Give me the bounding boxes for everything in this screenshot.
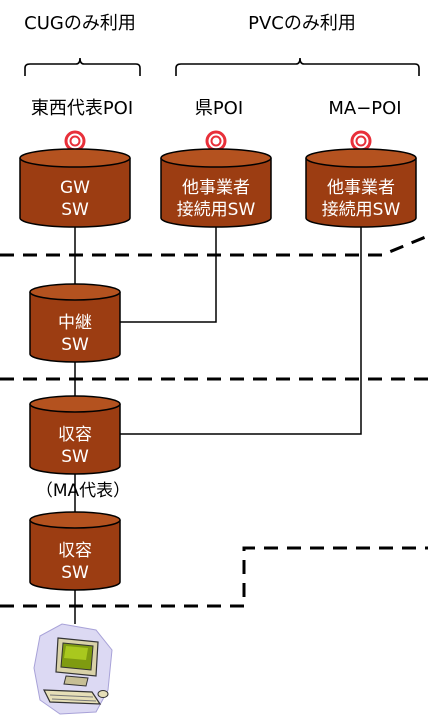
gw-switch: GW SW xyxy=(19,148,131,228)
switch-label: 他事業者 xyxy=(182,178,250,198)
switch-label: 収容 xyxy=(58,425,92,445)
connection-lines xyxy=(74,226,362,624)
group-label-cug: CUGのみ利用 xyxy=(24,13,136,34)
switch-label: 接続用SW xyxy=(322,200,401,220)
accommodation-switch: 収容 SW xyxy=(29,511,121,591)
accommodation-switch-ma: 収容 SW xyxy=(29,395,121,475)
line-accommodation-ma-switch xyxy=(120,226,362,435)
switch-label: 中継 xyxy=(58,313,92,333)
switch-label: GW xyxy=(60,178,90,198)
poi-label-ma: MA−POI xyxy=(328,98,401,119)
switch-label: 収容 xyxy=(58,541,92,561)
line-relay-pref-switch xyxy=(120,226,217,323)
switch-label: 接続用SW xyxy=(177,200,256,220)
group-label-pvc: PVCのみ利用 xyxy=(248,13,356,34)
boundary-3 xyxy=(0,546,428,608)
other-carrier-switch-pref: 他事業者 接続用SW xyxy=(160,148,272,228)
switch-label: SW xyxy=(61,335,89,355)
poi-label-east-west: 東西代表POI xyxy=(31,98,133,119)
ma-representative-label: （MA代表） xyxy=(36,481,130,501)
boundary-lines xyxy=(0,234,428,608)
target-icon xyxy=(64,130,86,152)
relay-switch: 中継 SW xyxy=(29,283,121,363)
brace-cug xyxy=(24,57,141,76)
switch-label: 他事業者 xyxy=(327,178,395,198)
computer-icon xyxy=(33,623,113,715)
target-icon xyxy=(205,130,227,152)
target-icon xyxy=(350,130,372,152)
other-carrier-switch-ma: 他事業者 接続用SW xyxy=(305,148,417,228)
switch-label: SW xyxy=(61,563,89,583)
brace-pvc xyxy=(175,57,420,76)
boundary-1 xyxy=(0,234,428,257)
switch-label: SW xyxy=(61,200,89,220)
poi-label-prefecture: 県POI xyxy=(195,98,243,119)
switch-label: SW xyxy=(61,447,89,467)
